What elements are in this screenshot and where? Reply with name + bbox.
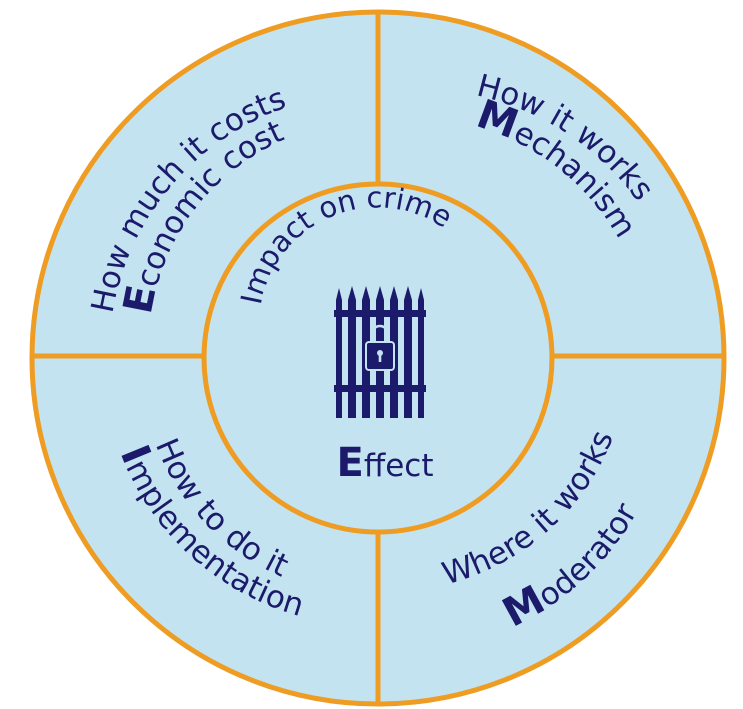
- center-term-rest: ffect: [364, 448, 434, 484]
- center-term-initial: E: [337, 440, 364, 486]
- segment-dividers: [32, 12, 724, 704]
- locked-gate-icon: [334, 286, 426, 418]
- center-term: Effect: [337, 440, 434, 486]
